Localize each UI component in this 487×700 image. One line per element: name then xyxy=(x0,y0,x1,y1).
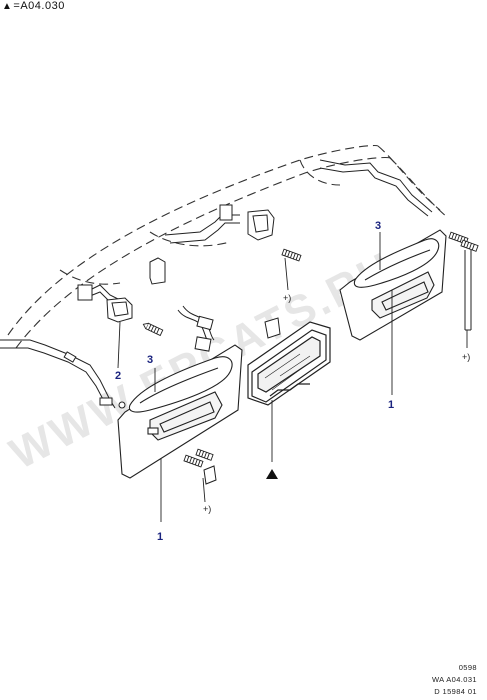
leader-lines xyxy=(117,232,468,522)
callout-visor-right: 1 xyxy=(388,399,394,411)
lamp-clip xyxy=(264,317,281,339)
screws xyxy=(142,231,479,468)
plus-markers: +) +) +) xyxy=(203,293,470,514)
roof-outline xyxy=(7,145,449,349)
screw-lower-left-2 xyxy=(195,448,214,461)
interior-lamp xyxy=(247,321,331,406)
sun-visor-right xyxy=(339,229,447,341)
watermark: WWW.EPCATS.RU xyxy=(2,243,402,479)
callout-mirror-left: 3 xyxy=(147,354,153,366)
reference-note: ▲=A04.030 xyxy=(2,0,65,12)
screw-middle xyxy=(281,248,302,262)
wiring-harness xyxy=(177,305,215,352)
plus-marker-middle: +) xyxy=(283,293,291,303)
callout-mirror-right: 3 xyxy=(375,220,381,232)
callout-labels: 2 3 1 3 1 xyxy=(115,220,394,543)
footer-drawing-number: D 15984 01 xyxy=(434,687,477,696)
headliner-clip xyxy=(149,257,166,285)
callout-visor-left: 1 xyxy=(157,531,163,543)
visor-clip-middle xyxy=(219,204,275,241)
callout-clip: 2 xyxy=(115,370,121,382)
visor-bracket-lower-left xyxy=(203,465,217,485)
triangle-marker-icon: ▲ xyxy=(2,1,13,12)
left-rail-fittings xyxy=(63,351,126,409)
plus-marker-left: +) xyxy=(203,504,211,514)
visor-rod-right xyxy=(464,250,472,331)
footer-ref: WA A04.031 xyxy=(431,675,477,684)
screw-left-upper xyxy=(142,322,164,337)
footer-date: 0598 xyxy=(458,663,477,672)
screw-lower-left-1 xyxy=(183,454,204,468)
triangle-marker-icon xyxy=(266,469,278,479)
visor-clip-left xyxy=(77,284,133,323)
plus-marker-right: +) xyxy=(462,352,470,362)
reference-code: =A04.030 xyxy=(13,0,65,12)
screw-right-2 xyxy=(460,239,479,252)
sun-visor-left xyxy=(117,344,243,479)
